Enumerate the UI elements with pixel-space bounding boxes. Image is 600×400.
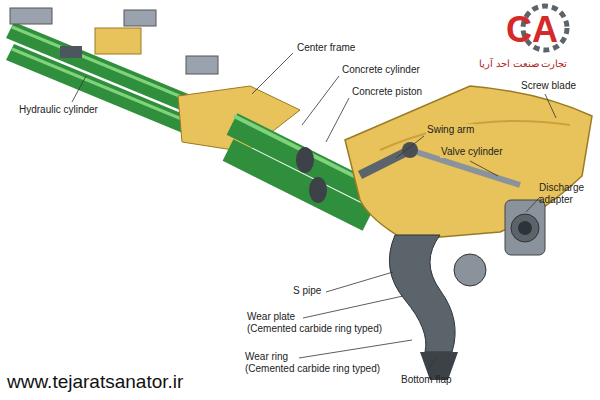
- swing-arm: [360, 142, 520, 185]
- part-label: Wear plate: [246, 311, 296, 323]
- part-note: (Cemented carbide ring typed): [244, 363, 381, 375]
- s-pipe: [389, 235, 486, 380]
- logo-caption: تجارت صنعت احد آریا: [478, 58, 568, 70]
- concrete-cylinders: [228, 116, 372, 220]
- leader-lines: [72, 53, 556, 370]
- hopper: [345, 86, 592, 240]
- part-label: Discharge adapter: [538, 182, 596, 206]
- part-label: Hydraulic cylinder: [18, 104, 99, 116]
- part-label: Center frame: [296, 42, 356, 54]
- discharge-adapter: [505, 200, 545, 255]
- part-label: Valve cylinder: [440, 146, 504, 158]
- part-label: Bottom flap: [400, 374, 453, 386]
- part-label: S pipe: [292, 285, 322, 297]
- logo-letters: CA: [505, 8, 559, 51]
- part-label: Concrete cylinder: [341, 64, 421, 76]
- part-note: (Cemented carbide ring typed): [246, 323, 383, 335]
- part-label: Wear ring: [244, 351, 289, 363]
- part-label: Concrete piston: [351, 86, 423, 98]
- part-label: Screw blade: [520, 80, 577, 92]
- watermark: www.tejaratsanator.ir: [6, 370, 184, 393]
- part-label: Swing arm: [426, 124, 475, 136]
